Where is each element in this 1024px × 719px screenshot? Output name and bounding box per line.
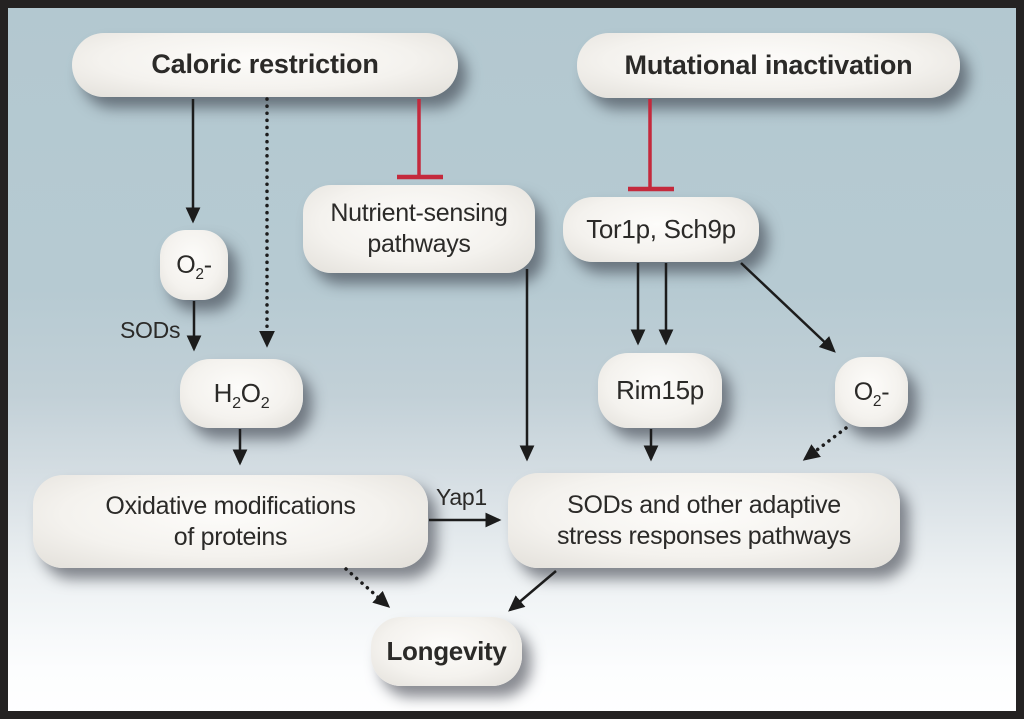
node-longevity: Longevity [371, 617, 522, 686]
node-mutational-inactivation-label: Mutational inactivation [624, 49, 913, 80]
node-mutational-inactivation: Mutational inactivation [577, 33, 960, 98]
node-tor1p-sch9p-label: Tor1p, Sch9p [586, 214, 736, 245]
node-superoxide-left: O2- [160, 230, 228, 300]
node-tor1p-sch9p: Tor1p, Sch9p [563, 197, 759, 262]
node-rim15p: Rim15p [598, 353, 722, 428]
node-longevity-label: Longevity [386, 636, 507, 667]
edge-dotted-oxidative-to-longevity [344, 567, 391, 608]
node-rim15p-label: Rim15p [616, 375, 704, 406]
node-sods-line1: SODs and other adaptive [567, 490, 841, 519]
edge-sods-box-to-longevity [508, 570, 557, 612]
node-oxidative-line2: of proteins [173, 522, 288, 551]
node-sods-adaptive-stress: SODs and other adaptive stress responses… [508, 473, 900, 568]
node-nutrient-sensing-pathways: Nutrient-sensing pathways [303, 185, 535, 273]
edge-dotted-superoxide-right-to-sods-box [802, 426, 848, 461]
node-nutrient-line1: Nutrient-sensing [330, 199, 508, 227]
node-oxidative-line1: Oxidative modifications [105, 491, 356, 520]
superoxide-left-formula: O2- [176, 250, 212, 283]
superoxide-right-formula: O2- [853, 377, 890, 410]
node-caloric-restriction: Caloric restriction [72, 33, 458, 97]
node-oxidative-modifications: Oxidative modifications of proteins [33, 475, 428, 568]
node-caloric-restriction-label: Caloric restriction [151, 49, 379, 80]
edge-tor-to-superoxide-right [740, 262, 836, 353]
yap1-label: Yap1 [436, 484, 487, 510]
h2o2-formula: H2O2 [213, 378, 270, 413]
sods-enzyme-label: SODs [120, 317, 181, 343]
node-superoxide-right: O2- [835, 357, 908, 427]
node-h2o2: H2O2 [180, 359, 303, 428]
node-nutrient-line2: pathways [367, 230, 471, 258]
node-sods-line2: stress responses pathways [556, 521, 852, 550]
